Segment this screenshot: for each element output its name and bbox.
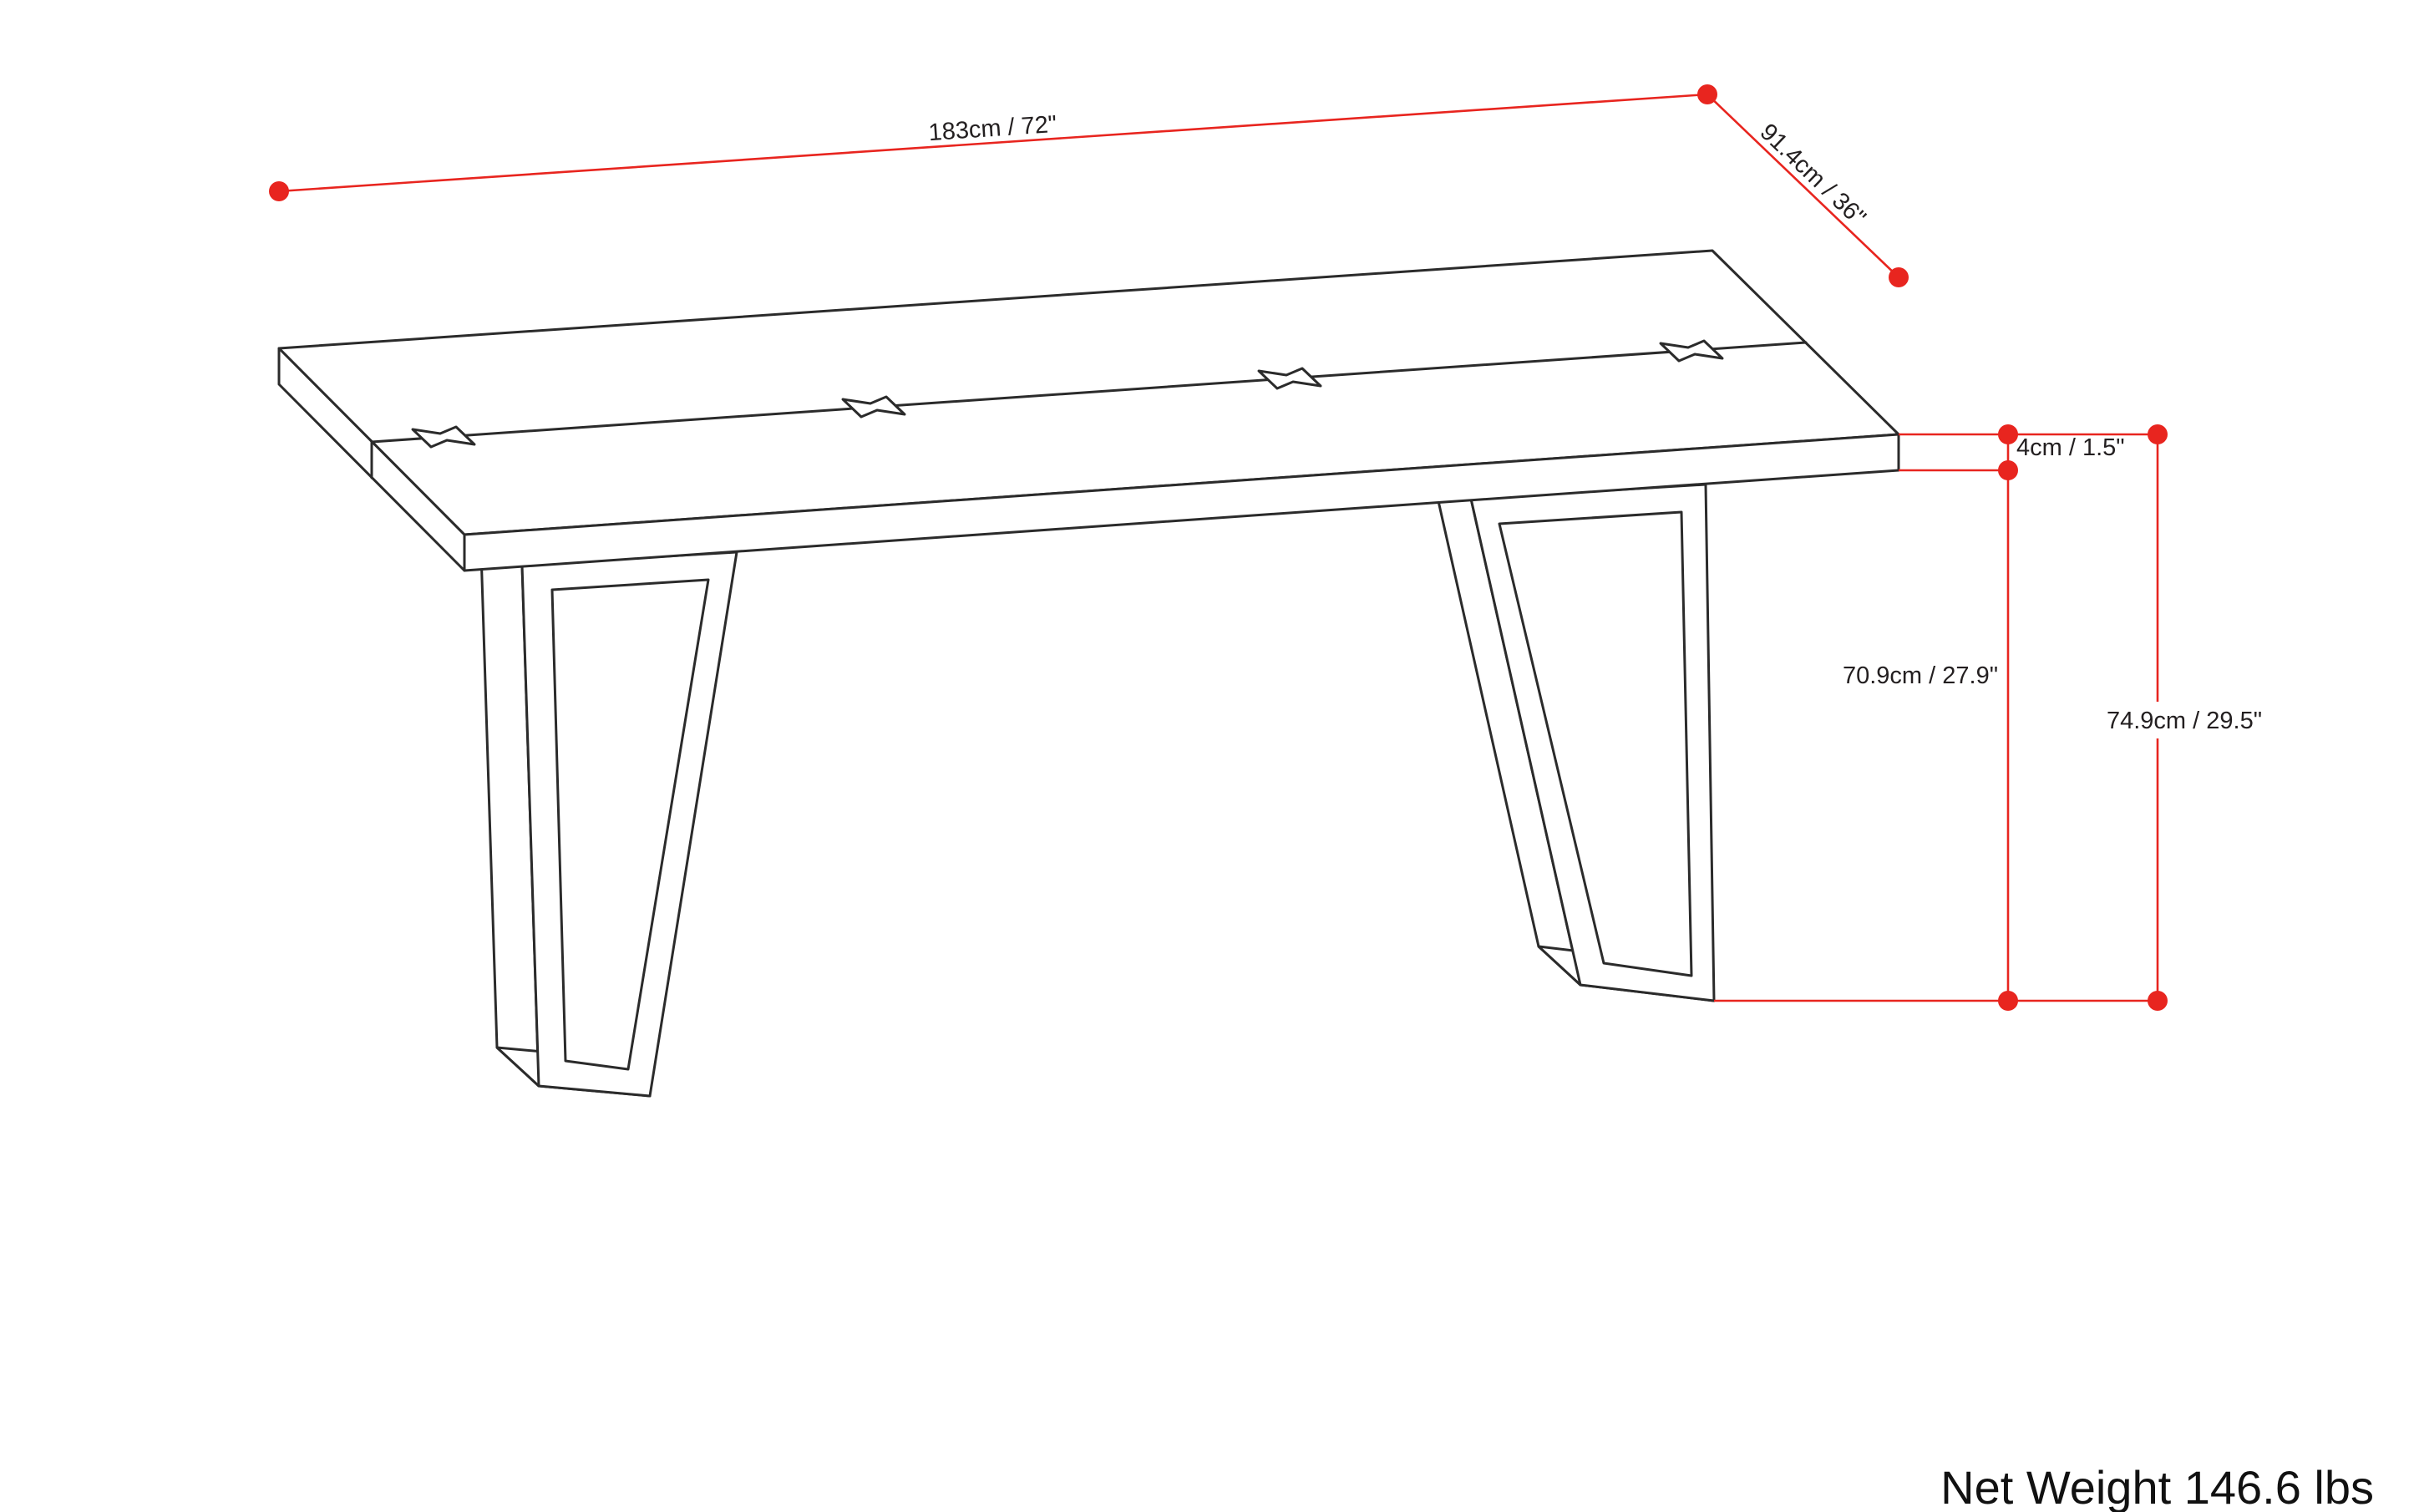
depth-dimension-label: 91.4cm / 36" (1755, 119, 1871, 231)
thickness-dimension-label: 4cm / 1.5" (2016, 434, 2125, 461)
butterfly-joint-icon (1659, 339, 1724, 363)
dimension-endpoint-dot (1998, 991, 2018, 1011)
right-leg-frame-opening (1498, 510, 1693, 977)
depth-dimension-line (1707, 94, 1899, 278)
dimension-endpoint-dot (2148, 991, 2168, 1011)
table-drawing (277, 249, 1900, 1098)
length-dimension-label: 183cm / 72" (928, 111, 1058, 146)
overall-height-label-background (2078, 702, 2290, 738)
overall-height-dimension-label: 74.9cm / 29.5" (2107, 708, 2262, 734)
butterfly-joint-icon (1257, 367, 1322, 390)
leg-height-dimension-label: 70.9cm / 27.9" (1843, 662, 1998, 689)
dimension-endpoint-dot (269, 181, 289, 201)
dimension-endpoint-dot (1697, 84, 1717, 104)
tabletop (277, 249, 1900, 572)
left-leg-frame-opening (550, 578, 710, 1071)
length-dimension-line (278, 93, 1708, 193)
dimension-lines (278, 93, 2159, 1002)
table-right-leg (1428, 459, 1716, 1002)
dimension-endpoint-dot (1889, 267, 1909, 287)
butterfly-joint-icon (411, 425, 476, 449)
dimension-endpoint-dot (1998, 424, 2018, 444)
net-weight-label: Net Weight 146.6 lbs (1940, 1461, 2374, 1512)
dimension-endpoint-dots (269, 84, 2168, 1011)
table-left-leg (479, 525, 738, 1098)
dimension-endpoint-dot (1998, 460, 2018, 480)
dimension-endpoint-dot (2148, 424, 2168, 444)
butterfly-joint-icon (841, 395, 906, 419)
plank-seam-line (370, 341, 1808, 444)
